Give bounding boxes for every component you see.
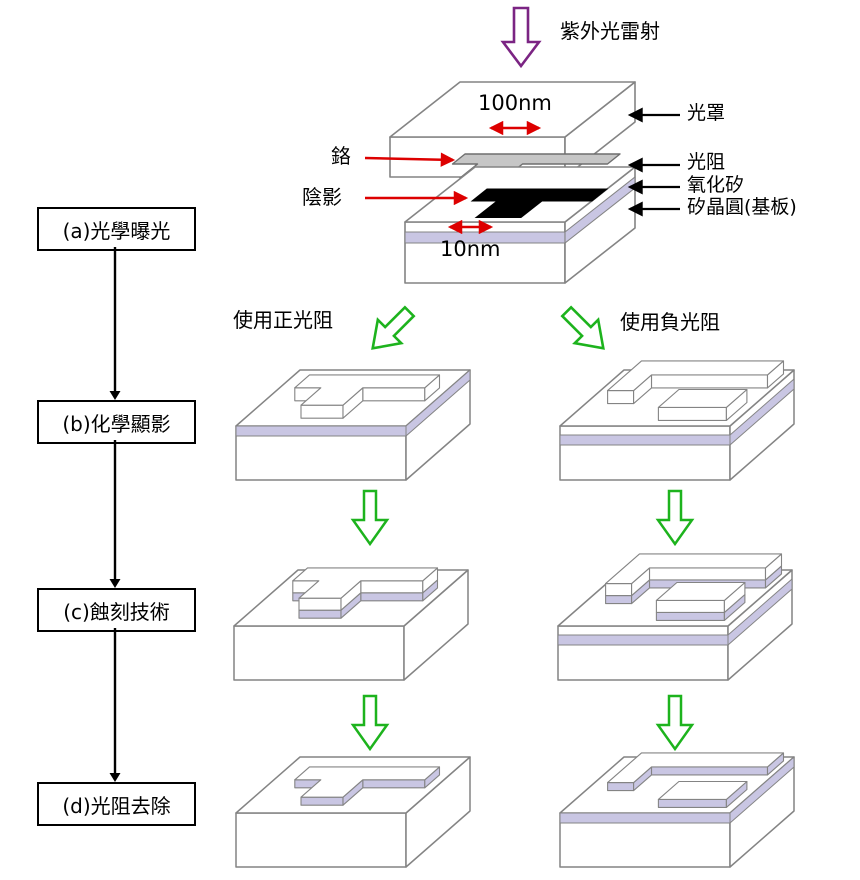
wafer-stripped-negative bbox=[559, 752, 795, 868]
chromium-label: 鉻 bbox=[331, 144, 351, 168]
uv-laser-arrow-icon bbox=[500, 6, 542, 69]
wafer-developed-positive bbox=[235, 369, 471, 481]
mask-width-label: 100nm bbox=[478, 91, 552, 115]
layer-label-mask: 光罩 bbox=[687, 102, 726, 124]
shadow-label: 陰影 bbox=[302, 185, 342, 209]
layer-callout-arrows bbox=[627, 107, 680, 217]
step-box-c: (c)蝕刻技術 bbox=[37, 588, 196, 632]
green-arrow-down-b-c-left bbox=[350, 489, 390, 547]
step-label-d: (d)光阻去除 bbox=[62, 793, 171, 818]
layer-label-substrate: 矽晶圓(基板) bbox=[687, 196, 797, 218]
green-arrow-down-c-d-right bbox=[655, 694, 695, 752]
step-label-b: (b)化學顯影 bbox=[62, 411, 171, 436]
green-arrow-se-icon bbox=[560, 305, 605, 350]
shadow-pattern bbox=[470, 188, 609, 218]
positive-resist-header: 使用正光阻 bbox=[233, 308, 333, 332]
green-arrow-down-b-c-right bbox=[655, 489, 695, 547]
step-box-d: (d)光阻去除 bbox=[37, 782, 196, 826]
shadow-width-label: 10nm bbox=[440, 237, 501, 261]
green-arrow-sw-icon bbox=[371, 305, 416, 350]
flow-connectors bbox=[109, 247, 121, 782]
layer-label-oxide: 氧化矽 bbox=[687, 174, 745, 196]
step-label-a: (a)光學曝光 bbox=[62, 218, 171, 243]
negative-resist-header: 使用負光阻 bbox=[620, 310, 720, 334]
red-arrows bbox=[364, 120, 542, 235]
green-arrow-down-c-d-left bbox=[350, 694, 390, 752]
wafer-developed-negative bbox=[559, 360, 795, 481]
uv-laser-label: 紫外光雷射 bbox=[560, 19, 660, 43]
photomask-3d bbox=[389, 81, 636, 178]
step-box-a: (a)光學曝光 bbox=[37, 207, 196, 251]
wafer-etched-positive bbox=[233, 567, 469, 681]
step-label-c: (c)蝕刻技術 bbox=[63, 599, 170, 624]
wafer-etched-negative bbox=[557, 553, 793, 681]
layer-label-resist: 光阻 bbox=[687, 151, 726, 173]
step-box-b: (b)化學顯影 bbox=[37, 400, 196, 444]
wafer-stripped-positive bbox=[235, 756, 471, 868]
oxide-layer-edge bbox=[404, 175, 636, 245]
wafer-stack-3d bbox=[404, 166, 636, 284]
exposure-diagram bbox=[364, 81, 680, 284]
